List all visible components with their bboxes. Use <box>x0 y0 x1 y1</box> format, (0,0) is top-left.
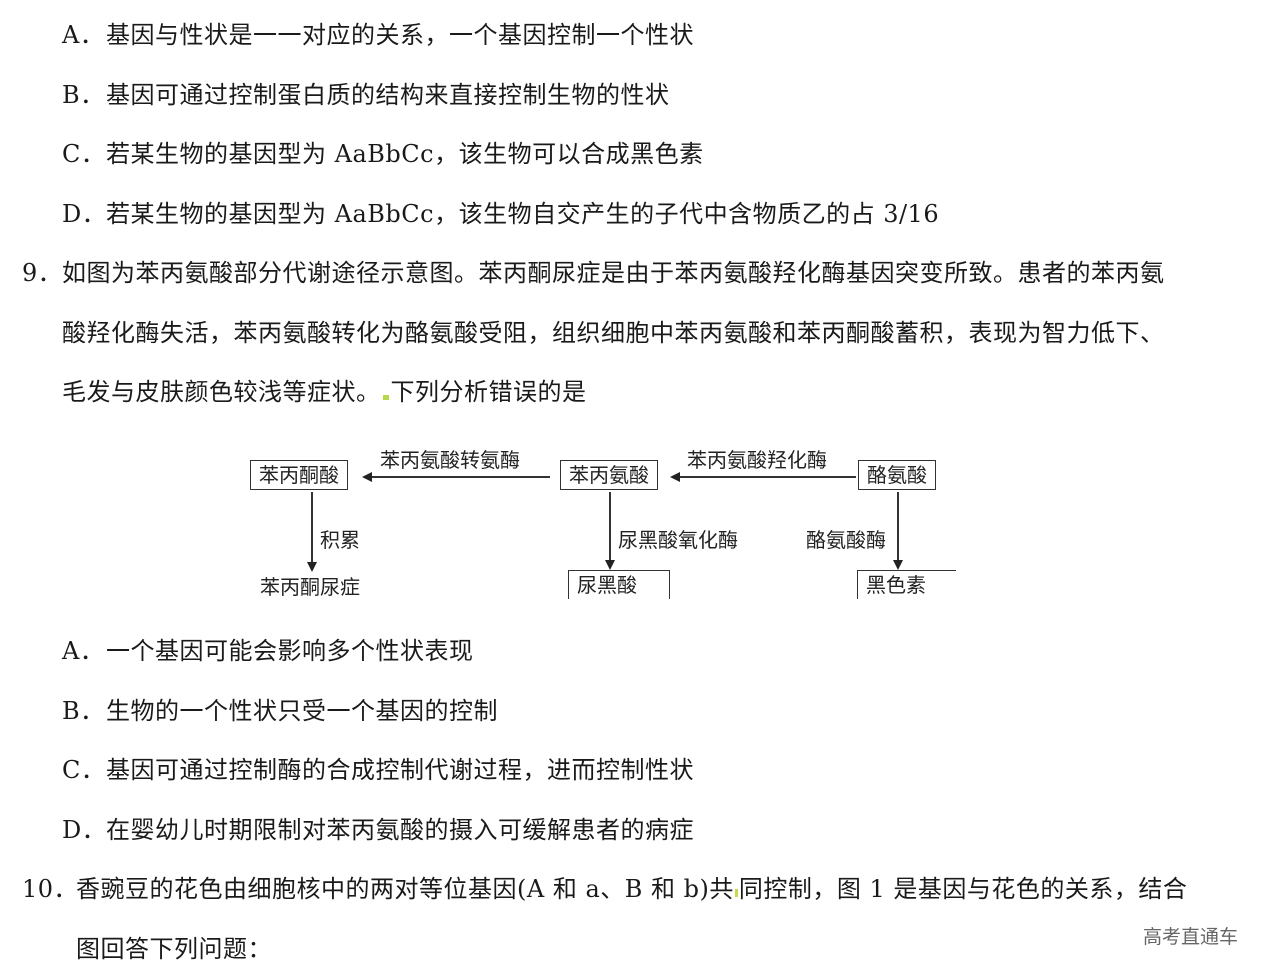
option-text: 生物的一个性状只受一个基因的控制 <box>106 697 498 725</box>
q9-stem-line-3: 毛发与皮肤颜色较浅等症状。下列分析错误的是 <box>62 377 587 407</box>
q10-stem-line-2: 图回答下列问题： <box>76 934 272 964</box>
option-text: 基因可通过控制蛋白质的结构来直接控制生物的性状 <box>106 81 670 109</box>
q8-option-a: A．基因与性状是一一对应的关系，一个基因控制一个性状 <box>62 20 694 50</box>
question-number: 10． <box>22 875 79 903</box>
stem-question: 下列分析错误的是 <box>390 378 587 406</box>
stem-text: 毛发与皮肤颜色较浅等症状。 <box>62 378 381 406</box>
edge-label-hydroxylase: 苯丙氨酸羟化酶 <box>687 448 827 472</box>
arrowhead-down-icon <box>893 560 903 570</box>
node-phenylalanine: 苯丙氨酸 <box>560 460 658 490</box>
arrowhead-left-icon <box>670 472 680 482</box>
q8-option-c: C．若某生物的基因型为 AaBbCc，该生物可以合成黑色素 <box>62 139 704 169</box>
highlight-mark <box>734 889 738 897</box>
option-label: C． <box>62 140 106 168</box>
stem-text: 如图为苯丙氨酸部分代谢途径示意图。苯丙酮尿症是由于苯丙氨酸羟化酶基因突变所致。患… <box>62 259 1165 287</box>
edge-label-tyrosinase: 酪氨酸酶 <box>806 528 886 552</box>
node-tyrosine: 酪氨酸 <box>858 460 936 490</box>
arrowhead-down-icon <box>605 560 615 570</box>
q10-stem-line-1: 10．香豌豆的花色由细胞核中的两对等位基因(A 和 a、B 和 b)共同控制，图… <box>22 874 1187 904</box>
node-pku: 苯丙酮尿症 <box>260 575 360 599</box>
option-label: A． <box>62 637 105 665</box>
q9-option-c: C．基因可通过控制酶的合成控制代谢过程，进而控制性状 <box>62 755 694 785</box>
node-phenylpyruvic-acid: 苯丙酮酸 <box>250 460 348 490</box>
stem-text: 同控制，图 1 是基因与花色的关系，结合 <box>738 875 1188 903</box>
edge-label-transaminase: 苯丙氨酸转氨酶 <box>380 448 520 472</box>
option-label: C． <box>62 756 106 784</box>
watermark: 高考直通车 <box>1143 926 1239 948</box>
q9-stem-line-1: 9．如图为苯丙氨酸部分代谢途径示意图。苯丙酮尿症是由于苯丙氨酸羟化酶基因突变所致… <box>22 258 1165 288</box>
q8-option-b: B．基因可通过控制蛋白质的结构来直接控制生物的性状 <box>62 80 670 110</box>
arrowhead-left-icon <box>362 472 372 482</box>
arrow-line-transaminase <box>370 476 550 478</box>
q9-stem-line-2: 酸羟化酶失活，苯丙氨酸转化为酪氨酸受阻，组织细胞中苯丙氨酸和苯丙酮酸蓄积，表现为… <box>62 318 1165 348</box>
option-text: 基因与性状是一一对应的关系，一个基因控制一个性状 <box>106 21 694 49</box>
q8-option-d: D．若某生物的基因型为 AaBbCc，该生物自交产生的子代中含物质乙的占 3/1… <box>62 199 939 229</box>
option-text: 基因可通过控制酶的合成控制代谢过程，进而控制性状 <box>106 756 694 784</box>
metabolic-pathway-diagram: 苯丙酮酸 苯丙氨酸 酪氨酸 苯丙氨酸转氨酶 苯丙氨酸羟化酶 积累 尿黑酸氧化酶 … <box>240 440 960 610</box>
option-text: 一个基因可能会影响多个性状表现 <box>106 637 474 665</box>
node-homogentisic-acid: 尿黑酸 <box>568 570 670 599</box>
option-label: B． <box>62 81 105 109</box>
q9-option-a: A．一个基因可能会影响多个性状表现 <box>62 636 474 666</box>
arrow-line-accumulate <box>311 492 313 564</box>
option-label: D． <box>62 200 107 228</box>
arrowhead-down-icon <box>307 562 317 572</box>
node-melanin: 黑色素 <box>857 570 956 599</box>
arrow-line-oxidase <box>609 492 611 562</box>
question-number: 9． <box>22 259 63 287</box>
arrow-line-hydroxylase <box>678 476 856 478</box>
option-text: 若某生物的基因型为 AaBbCc，该生物可以合成黑色素 <box>106 140 704 168</box>
edge-label-oxidase: 尿黑酸氧化酶 <box>618 528 738 552</box>
option-label: D． <box>62 816 107 844</box>
option-text: 若某生物的基因型为 AaBbCc，该生物自交产生的子代中含物质乙的占 3/16 <box>106 200 940 228</box>
arrow-line-tyrosinase <box>897 492 899 562</box>
stem-text: 酸羟化酶失活，苯丙氨酸转化为酪氨酸受阻，组织细胞中苯丙氨酸和苯丙酮酸蓄积，表现为… <box>62 319 1165 347</box>
edge-label-accumulate: 积累 <box>320 528 360 552</box>
option-label: B． <box>62 697 105 725</box>
option-text: 在婴幼儿时期限制对苯丙氨酸的摄入可缓解患者的病症 <box>106 816 694 844</box>
highlight-mark <box>382 395 389 400</box>
option-label: A． <box>62 21 105 49</box>
stem-text: 图回答下列问题： <box>76 935 272 963</box>
q9-option-b: B．生物的一个性状只受一个基因的控制 <box>62 696 498 726</box>
q9-option-d: D．在婴幼儿时期限制对苯丙氨酸的摄入可缓解患者的病症 <box>62 815 694 845</box>
stem-text: 香豌豆的花色由细胞核中的两对等位基因(A 和 a、B 和 b)共 <box>76 875 734 903</box>
